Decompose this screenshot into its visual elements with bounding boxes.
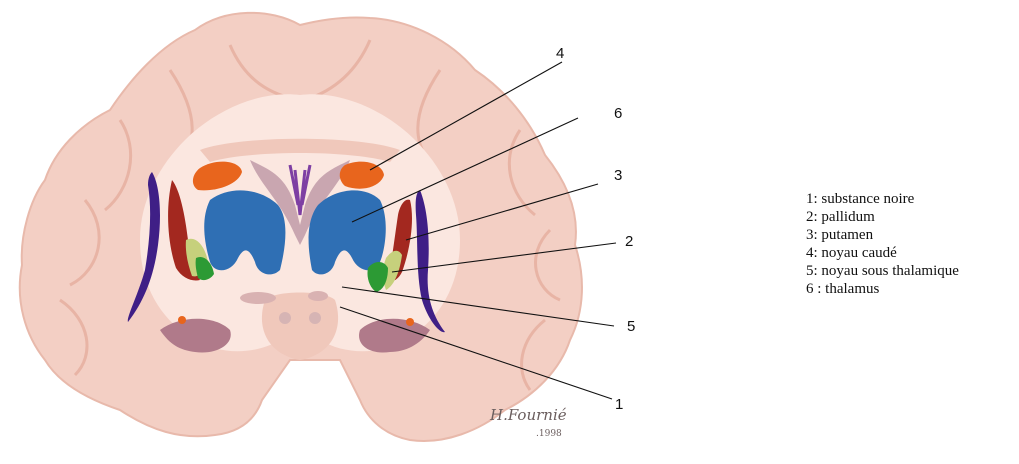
legend-item-3: 3: putamen — [806, 226, 959, 244]
substantia-nigra-right — [309, 312, 321, 324]
callout-number-4: 4 — [556, 45, 564, 62]
signature-name: H.Fournié — [489, 406, 567, 424]
artist-signature: H.Fournié .1998 — [489, 406, 567, 439]
legend-item-5: 5: noyau sous thalamique — [806, 262, 959, 280]
callout-number-5: 5 — [627, 318, 635, 335]
substantia-nigra-left — [279, 312, 291, 324]
legend-item-6: 6 : thalamus — [806, 280, 959, 298]
dot-left — [178, 316, 186, 324]
callout-number-1: 1 — [615, 396, 623, 413]
callout-number-3: 3 — [614, 167, 622, 184]
dot-right — [406, 318, 414, 326]
legend-item-2: 2: pallidum — [806, 208, 959, 226]
legend: 1: substance noire 2: pallidum 3: putame… — [806, 190, 959, 298]
callout-number-2: 2 — [625, 233, 633, 250]
subthalamic-ellipse-right — [308, 291, 328, 301]
subthalamic-ellipse-left — [240, 292, 276, 304]
brain-section — [20, 13, 582, 441]
legend-item-4: 4: noyau caudé — [806, 244, 959, 262]
signature-year: .1998 — [536, 429, 562, 439]
legend-item-1: 1: substance noire — [806, 190, 959, 208]
callout-number-6: 6 — [614, 105, 622, 122]
